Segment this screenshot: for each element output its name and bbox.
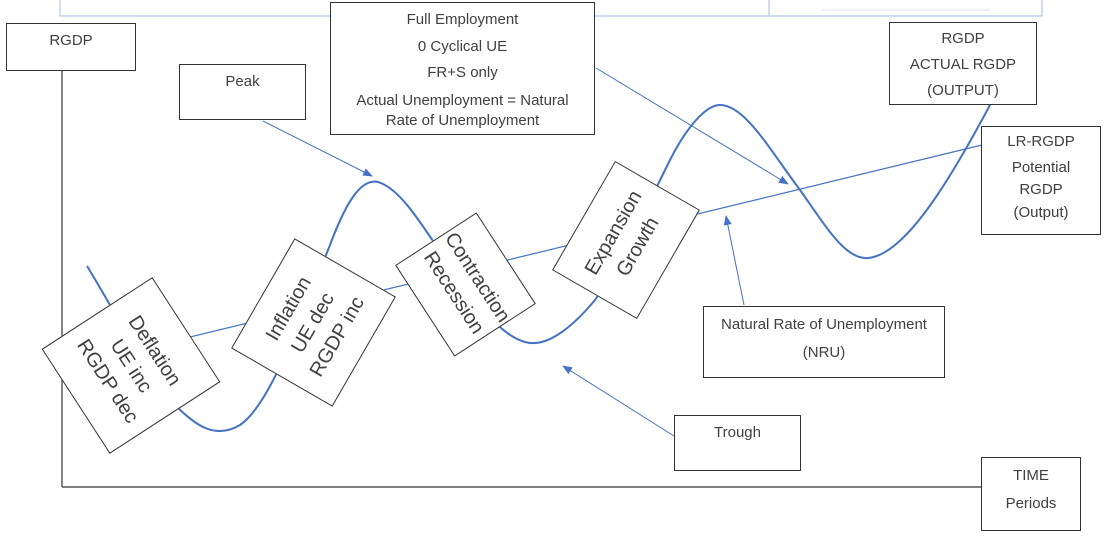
rgdp-axis-text: RGDP <box>49 32 93 49</box>
full-employment-line-1: Full Employment <box>406 11 519 28</box>
rgdp-axis-label: RGDP <box>6 23 136 71</box>
trough-text: Trough <box>714 424 761 441</box>
full-employment-line-3: FR+S only <box>427 64 498 81</box>
time-periods-label: TIME Periods <box>981 457 1081 531</box>
nru-line-1: Natural Rate of Unemployment <box>721 316 927 333</box>
trough-label: Trough <box>674 415 801 471</box>
time-line-2: Periods <box>1005 495 1057 512</box>
lr-rgdp-line-3: RGDP <box>1019 181 1063 198</box>
lr-rgdp-label: LR-RGDP Potential RGDP (Output) <box>981 126 1101 235</box>
nru-label: Natural Rate of Unemployment (NRU) <box>703 306 945 378</box>
lr-rgdp-line-1: LR-RGDP <box>1007 133 1075 150</box>
actual-rgdp-line-2: ACTUAL RGDP <box>909 56 1017 73</box>
actual-rgdp-label: RGDP ACTUAL RGDP (OUTPUT) <box>889 22 1037 105</box>
nru-line-2: (NRU) <box>802 344 846 361</box>
peak-text: Peak <box>225 73 260 90</box>
full-employment-line-4: Actual Unemployment = Natural <box>356 91 569 109</box>
full-employment-line-2: 0 Cyclical UE <box>417 37 508 55</box>
peak-label: Peak <box>179 64 306 120</box>
full-employment-label: Full Employment 0 Cyclical UE FR+S only … <box>330 2 595 135</box>
lr-rgdp-line-2: Potential <box>1011 158 1071 176</box>
actual-rgdp-cycle-curve <box>86 84 1001 433</box>
actual-rgdp-line-1: RGDP <box>941 30 985 47</box>
potential-rgdp-trend-line <box>61 144 983 369</box>
lr-rgdp-line-4: (Output) <box>1013 203 1069 221</box>
peak-arrow <box>262 120 373 177</box>
time-line-1: TIME <box>1013 467 1049 484</box>
full-employment-line-5: Rate of Unemployment <box>385 111 540 129</box>
trough-arrow <box>562 365 675 437</box>
full-employment-arrow <box>595 67 789 185</box>
nru-arrow <box>723 215 745 306</box>
actual-rgdp-line-3: (OUTPUT) <box>927 82 999 99</box>
